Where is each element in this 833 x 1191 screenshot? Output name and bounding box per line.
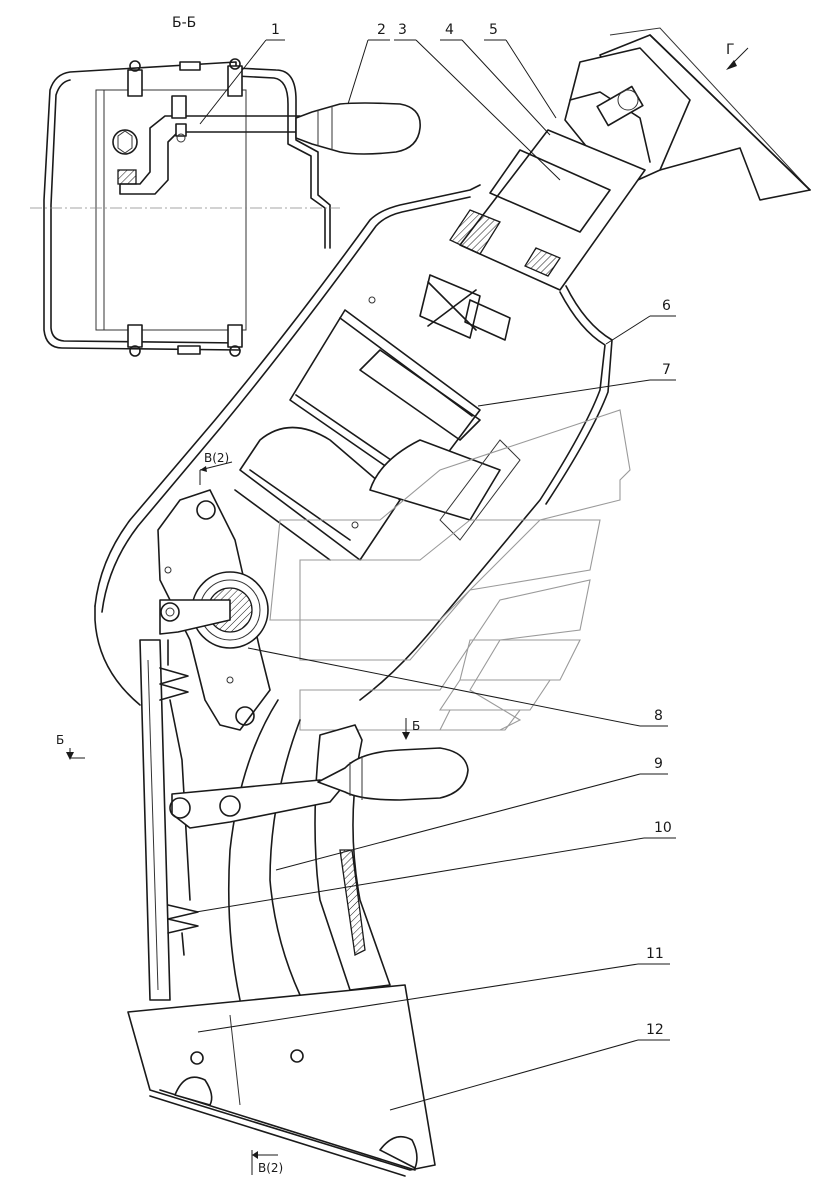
- background-chevrons: [269, 409, 631, 731]
- section-bb-housing: [43, 61, 331, 351]
- callout-6: 6: [662, 298, 671, 314]
- view-b-bottom-label: В(2): [258, 1161, 283, 1175]
- callout-2: 2: [377, 22, 386, 38]
- brake-cylinder-assembly: [234, 47, 691, 561]
- callout-7: 7: [662, 362, 671, 378]
- section-bb-inset: Б-Б: [30, 15, 421, 357]
- handle-2-inset: [295, 102, 421, 155]
- view-b-top-label: В(2): [204, 451, 229, 465]
- view-g-label: Г: [726, 42, 735, 58]
- handle-main: [317, 747, 469, 801]
- callout-11: 11: [646, 946, 664, 962]
- callout-5: 5: [489, 22, 498, 38]
- callout-4: 4: [445, 22, 454, 38]
- callout-1: 1: [271, 22, 280, 38]
- callout-8: 8: [654, 708, 663, 724]
- callout-9: 9: [654, 756, 663, 772]
- cut-markers: В(2) В(2) Б Б: [56, 451, 420, 1175]
- callout-3: 3: [398, 22, 407, 38]
- callout-10: 10: [654, 820, 672, 836]
- cut-b-left-label: Б: [56, 733, 64, 747]
- callouts: 1 2 3 4 5 6 7 8 9 10 11 12: [195, 22, 676, 1111]
- section-bb-title: Б-Б: [172, 15, 196, 31]
- cut-b-right-label: Б: [412, 719, 420, 733]
- callout-12: 12: [646, 1022, 664, 1038]
